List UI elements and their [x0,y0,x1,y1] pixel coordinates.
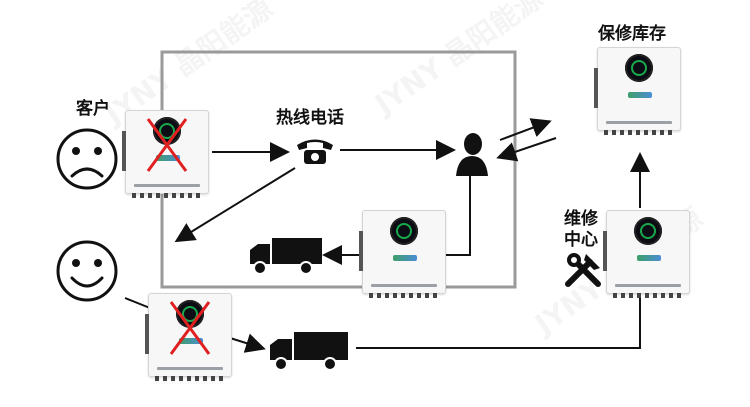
label-warranty-stock: 保修库存 [598,24,666,44]
hybrid-inverter-icon [603,210,690,298]
hybrid-inverter-icon [122,110,209,198]
arrow-to-truck-bottom [229,333,266,353]
line-truck-to-repair [356,298,641,349]
label-repair-center: 维修中心 [564,209,598,250]
arrow-from-stock [496,137,557,162]
hybrid-inverter-icon [145,293,232,381]
line-customer-to-return [124,297,151,309]
delivery-truck-icon [268,330,350,376]
happy-face-icon [54,238,120,308]
hybrid-inverter-icon [359,210,446,298]
person-silhouette-icon [454,132,490,180]
delivery-truck-icon [248,236,324,280]
label-customer: 客户 [76,99,110,119]
label-hotline: 热线电话 [276,108,344,128]
wrench-hammer-icon [562,250,604,296]
arrow-to-stock [499,118,552,141]
telephone-icon [295,136,335,170]
arrow-to-happy-customer [174,167,296,243]
sad-face-icon [54,126,120,196]
line-agent-to-replacement [438,176,471,256]
hybrid-inverter-icon [594,47,681,135]
